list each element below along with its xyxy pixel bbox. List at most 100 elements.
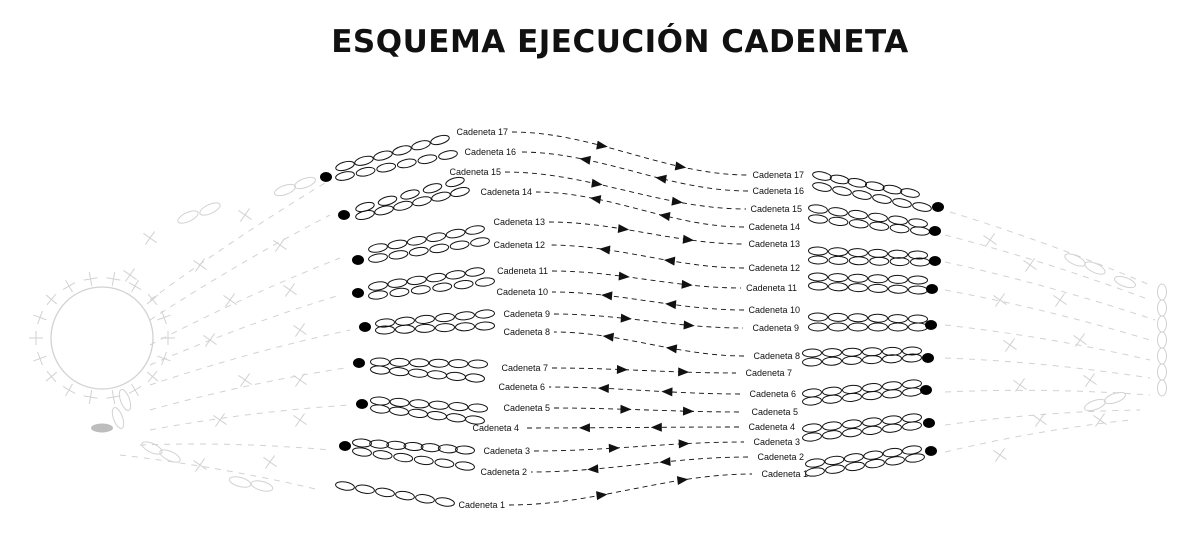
chain-stitch	[411, 140, 431, 151]
chain-stitch	[373, 150, 393, 161]
chain-stitch	[408, 368, 428, 378]
direction-arrowhead	[620, 404, 632, 414]
row-connector-line	[553, 331, 745, 357]
chain-stitch	[430, 134, 450, 146]
chain-stitch	[428, 400, 449, 410]
right-row-label: Cadeneta 7	[745, 368, 792, 378]
chain-stitch	[389, 357, 410, 367]
chain-stitch	[387, 239, 408, 250]
chain-stitch	[368, 243, 388, 253]
chain-stitch	[802, 432, 822, 442]
direction-arrowhead	[681, 279, 693, 289]
chain-stitch	[395, 490, 415, 501]
chain-stitch	[386, 440, 407, 450]
chain-stitch	[828, 273, 848, 283]
right-row-label: Cadeneta 12	[748, 263, 800, 273]
cross-stitch-mark	[1093, 413, 1107, 427]
faint-chain-stitch	[1084, 398, 1106, 412]
chain-stitch	[448, 359, 469, 369]
cross-stitch-mark	[203, 333, 217, 347]
left-row-label: Cadeneta 8	[503, 327, 550, 337]
chain-stitch	[448, 402, 469, 412]
chain-stitch	[427, 410, 447, 421]
cross-stitch-mark	[213, 413, 227, 427]
chain-stitch	[415, 494, 435, 504]
direction-arrowhead	[587, 464, 599, 474]
cross-stitch-mark	[33, 310, 47, 325]
faint-chain-stitch	[294, 176, 316, 190]
chain-row	[370, 396, 488, 413]
chain-row	[802, 413, 922, 433]
chain-stitch	[445, 270, 466, 280]
cross-stitch-mark	[1033, 413, 1047, 427]
chain-stitch	[802, 357, 822, 367]
chain-stitch	[888, 284, 908, 294]
faint-guide-line	[149, 404, 351, 431]
chain-row	[355, 176, 465, 213]
direction-arrowhead	[682, 406, 695, 416]
chain-stitch	[822, 430, 842, 440]
chain-stitch	[455, 461, 475, 471]
chain-stitch	[450, 187, 470, 197]
direction-arrowhead	[617, 224, 630, 234]
chain-stitch	[375, 325, 395, 335]
chain-stitch	[808, 322, 828, 332]
cross-stitch-mark	[1023, 258, 1037, 272]
chain-stitch	[446, 371, 466, 381]
chain-stitch	[406, 275, 427, 286]
chain-stitch	[475, 309, 495, 319]
faint-guide-line	[944, 357, 1151, 379]
direction-arrowhead	[579, 155, 591, 165]
chain-stitch	[892, 198, 912, 208]
chain-row	[802, 353, 934, 367]
cross-stitch-mark	[62, 279, 76, 293]
faint-guide-line	[944, 234, 1151, 301]
chain-stitch	[905, 453, 925, 463]
chain-stitch	[426, 232, 447, 242]
right-row-label: Cadeneta 1	[761, 469, 808, 479]
chain-stitch	[825, 464, 845, 474]
chain-stitch	[393, 200, 413, 211]
direction-arrowhead	[596, 140, 608, 150]
faint-chain-stitch	[1157, 379, 1167, 397]
direction-arrowhead	[659, 457, 671, 467]
chain-stitch	[822, 348, 842, 358]
row-connector-line	[530, 456, 749, 473]
chain-stitch	[369, 439, 390, 449]
chain-stitch	[465, 267, 485, 277]
center-ring	[50, 286, 154, 390]
chain-stitch	[808, 272, 828, 282]
row-connector-line	[522, 426, 740, 429]
direction-arrowhead	[578, 423, 590, 433]
chain-stitch	[822, 421, 842, 431]
chain-stitch	[848, 256, 869, 266]
chain-stitch	[389, 287, 410, 298]
chain-stitch	[908, 314, 928, 324]
chain-stitch	[355, 166, 376, 177]
cross-stitch-mark	[128, 383, 142, 397]
chain-stitch	[435, 323, 455, 333]
left-row-label: Cadeneta 6	[498, 382, 545, 392]
chain-stitch	[370, 396, 390, 406]
slip-stitch-dot	[925, 446, 937, 456]
cross-stitch-mark	[193, 458, 207, 472]
diagram-title: ESQUEMA EJECUCIÓN CADENETA	[331, 24, 909, 60]
chain-stitch	[808, 214, 828, 224]
chain-row	[335, 481, 455, 507]
faint-guide-line	[149, 179, 331, 301]
faint-chain-stitch	[199, 202, 221, 216]
chain-stitch	[908, 285, 928, 295]
chain-stitch	[377, 195, 398, 206]
faint-guide-line	[944, 409, 1141, 426]
right-row-label: Cadeneta 17	[752, 170, 804, 180]
chain-stitch	[802, 388, 822, 398]
chain-stitch	[863, 450, 884, 460]
faint-chain-stitch	[274, 183, 296, 197]
chain-stitch	[468, 359, 488, 369]
chain-stitch	[805, 467, 825, 477]
chain-stitch	[885, 456, 905, 466]
chain-stitch	[374, 205, 394, 216]
direction-arrowhead	[620, 313, 632, 323]
chain-stitch	[808, 246, 828, 256]
chain-stitch	[808, 204, 828, 214]
